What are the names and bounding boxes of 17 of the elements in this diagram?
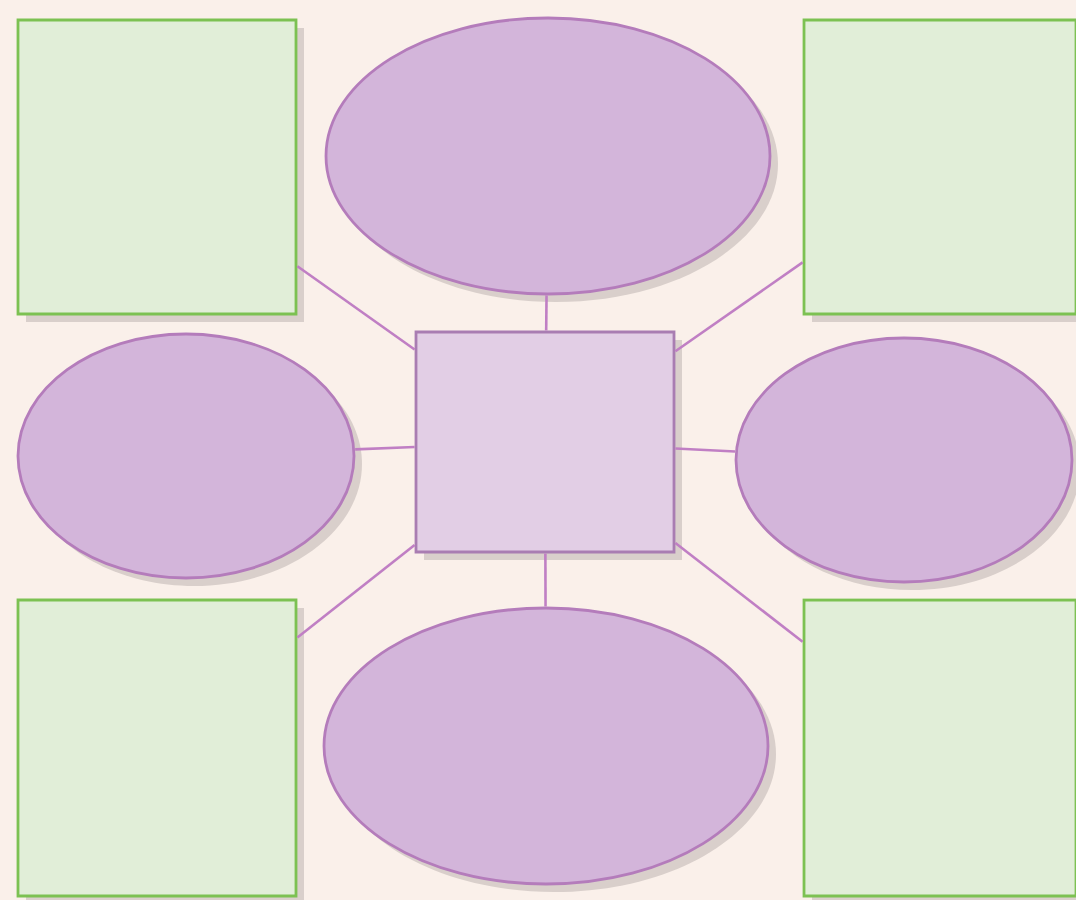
connector-line: [296, 543, 416, 639]
ellipse: [324, 16, 772, 296]
center-box: [414, 330, 676, 554]
ellipse: [16, 332, 356, 580]
box: [16, 18, 298, 316]
ellipse: [322, 606, 770, 886]
box: [16, 598, 298, 898]
connector-line: [355, 445, 415, 451]
connector-line: [674, 261, 804, 353]
connector-line: [544, 553, 547, 607]
connector-line: [675, 447, 736, 453]
ellipse: [734, 336, 1074, 584]
connector-line: [674, 541, 804, 643]
connector-line: [544, 295, 548, 331]
box: [802, 598, 1076, 898]
box: [802, 18, 1076, 316]
connector-line: [296, 265, 416, 351]
